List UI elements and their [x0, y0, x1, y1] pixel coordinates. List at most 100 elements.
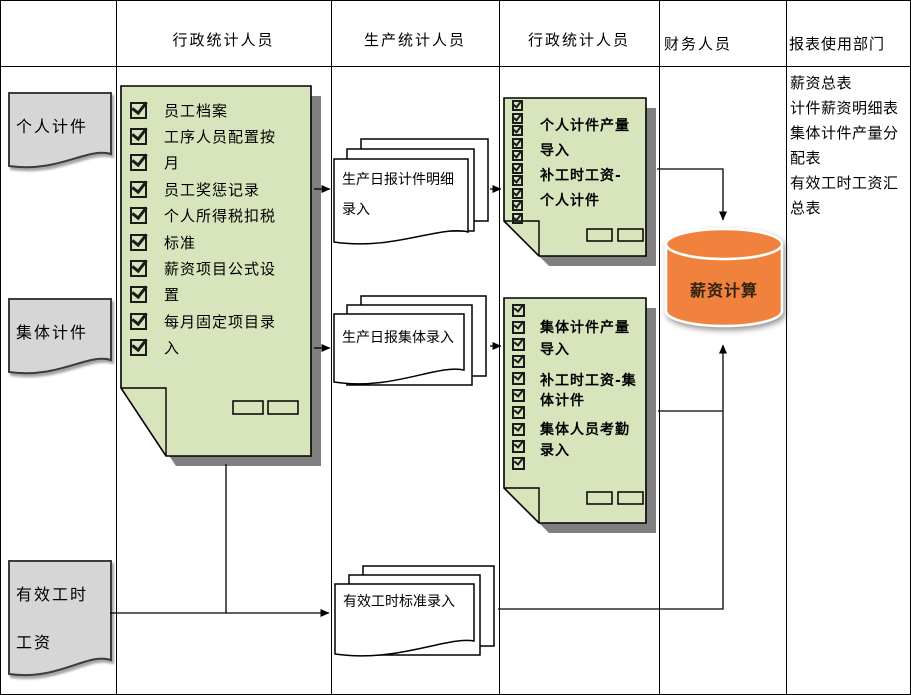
flow-connectors [110, 168, 727, 617]
checked-checkbox-icon [512, 123, 523, 136]
card-button [617, 228, 644, 242]
task-row: 标准 [130, 229, 276, 255]
checked-checkbox-icon [512, 198, 523, 211]
task-row: 置 [130, 282, 276, 308]
checked-checkbox-icon [512, 210, 523, 224]
task-label: 个人所得税扣税 [164, 207, 277, 226]
report-item: 配表 [790, 149, 822, 167]
checked-checkbox-icon [512, 335, 525, 351]
group-import-card [503, 297, 656, 533]
card-button [586, 491, 613, 505]
checked-checkbox-icon [130, 97, 148, 119]
task-label: 员工档案 [164, 101, 229, 120]
checked-checkbox-icon [512, 386, 525, 402]
row-label-group-piecework: 集体计件 [16, 323, 89, 342]
checked-checkbox-icon [130, 150, 148, 172]
lane-header-admin-1: 行政统计人员 [172, 31, 275, 49]
report-item: 计件薪资明细表 [790, 99, 899, 117]
checked-checkbox-icon [130, 123, 148, 146]
checked-checkbox-icon [512, 98, 523, 111]
checked-checkbox-icon [512, 301, 525, 317]
checked-checkbox-icon [130, 229, 148, 251]
checked-checkbox-icon [512, 403, 525, 419]
payroll-database-cylinder [664, 227, 784, 328]
checked-checkbox-icon [512, 148, 523, 161]
checked-checkbox-icon [512, 110, 523, 124]
checked-checkbox-icon [512, 173, 523, 186]
task-row: 员工档案 [130, 97, 276, 123]
personal-import-line: 导入 [540, 143, 570, 159]
piecework-daily-report-label-line2: 录入 [342, 202, 370, 218]
standard-hours-label: 有效工时标准录入 [343, 594, 455, 610]
personal-import-line: 个人计件 [540, 193, 600, 209]
task-row: 入 [130, 335, 276, 361]
checked-checkbox-icon [130, 255, 148, 278]
checked-checkbox-icon [512, 437, 525, 453]
task-row: 每月固定项目录 [130, 308, 276, 334]
checked-checkbox-icon [512, 318, 525, 334]
task-label: 员工奖惩记录 [164, 180, 261, 199]
group-import-line: 导入 [540, 342, 570, 358]
checked-checkbox-icon [130, 282, 148, 304]
checked-checkbox-icon [130, 308, 148, 330]
lane-header-admin-2: 行政统计人员 [527, 31, 630, 49]
checked-checkbox-icon [130, 176, 148, 198]
report-item: 有效工时工资汇 [790, 174, 899, 192]
personal-import-checkboxes [512, 98, 523, 224]
task-row: 薪资项目公式设 [130, 255, 276, 281]
piecework-daily-report-stack [333, 138, 489, 245]
group-import-checkboxes [512, 301, 525, 470]
task-label: 月 [164, 154, 181, 173]
personal-import-card [503, 97, 656, 266]
task-row: 月 [130, 150, 276, 176]
payroll-database-label: 薪资计算 [689, 281, 758, 300]
checked-checkbox-icon [512, 420, 525, 436]
group-import-line: 集体人员考勤 [540, 422, 630, 438]
task-row: 个人所得税扣税 [130, 203, 276, 229]
effective-hours-doc [8, 560, 112, 677]
card-button [586, 228, 613, 242]
checked-checkbox-icon [130, 203, 148, 225]
group-import-line: 体计件 [540, 393, 585, 409]
lane-header-production: 生产统计人员 [363, 31, 466, 49]
report-item: 集体计件产量分 [790, 124, 899, 142]
task-label: 标准 [164, 233, 197, 252]
task-label: 置 [164, 286, 181, 305]
lane-header-finance: 财务人员 [664, 35, 733, 53]
checked-checkbox-icon [512, 454, 525, 470]
card-button [267, 400, 299, 415]
group-import-line: 录入 [540, 443, 570, 459]
row-label-effective-hours-line2: 工资 [16, 633, 53, 652]
task-row: 工序人员配置按 [130, 123, 276, 149]
admin-tasks-card [120, 85, 321, 466]
task-label: 每月固定项目录 [164, 312, 277, 331]
checked-checkbox-icon [512, 185, 523, 199]
task-label: 入 [164, 339, 181, 358]
personal-import-line: 个人计件产量 [540, 118, 630, 134]
checked-checkbox-icon [512, 160, 523, 174]
personal-import-line: 补工时工资- [540, 168, 622, 184]
piecework-daily-report-label-line1: 生产日报计件明细 [342, 172, 454, 188]
report-item: 总表 [790, 199, 822, 217]
task-label: 工序人员配置按 [164, 128, 277, 147]
card-button [617, 491, 644, 505]
admin-task-list: 员工档案 工序人员配置按 月 员工奖惩记录 个人所得税扣税 标准 薪资项目公式设… [130, 97, 276, 361]
checked-checkbox-icon [512, 352, 525, 368]
group-daily-report-stack [333, 295, 487, 386]
report-item: 薪资总表 [790, 74, 853, 92]
lane-header-report-users: 报表使用部门 [789, 35, 886, 53]
row-label-effective-hours-line1: 有效工时 [16, 585, 89, 604]
group-import-line: 集体计件产量 [540, 320, 630, 336]
task-label: 薪资项目公式设 [164, 260, 277, 279]
checked-checkbox-icon [130, 335, 148, 357]
group-import-line: 补工时工资-集 [540, 373, 637, 389]
group-daily-report-label: 生产日报集体录入 [342, 330, 454, 346]
row-label-personal-piecework: 个人计件 [16, 117, 89, 136]
card-button [232, 400, 264, 415]
task-row: 员工奖惩记录 [130, 176, 276, 202]
personal-piecework-doc [8, 92, 112, 169]
checked-checkbox-icon [512, 135, 523, 149]
checked-checkbox-icon [512, 369, 525, 385]
